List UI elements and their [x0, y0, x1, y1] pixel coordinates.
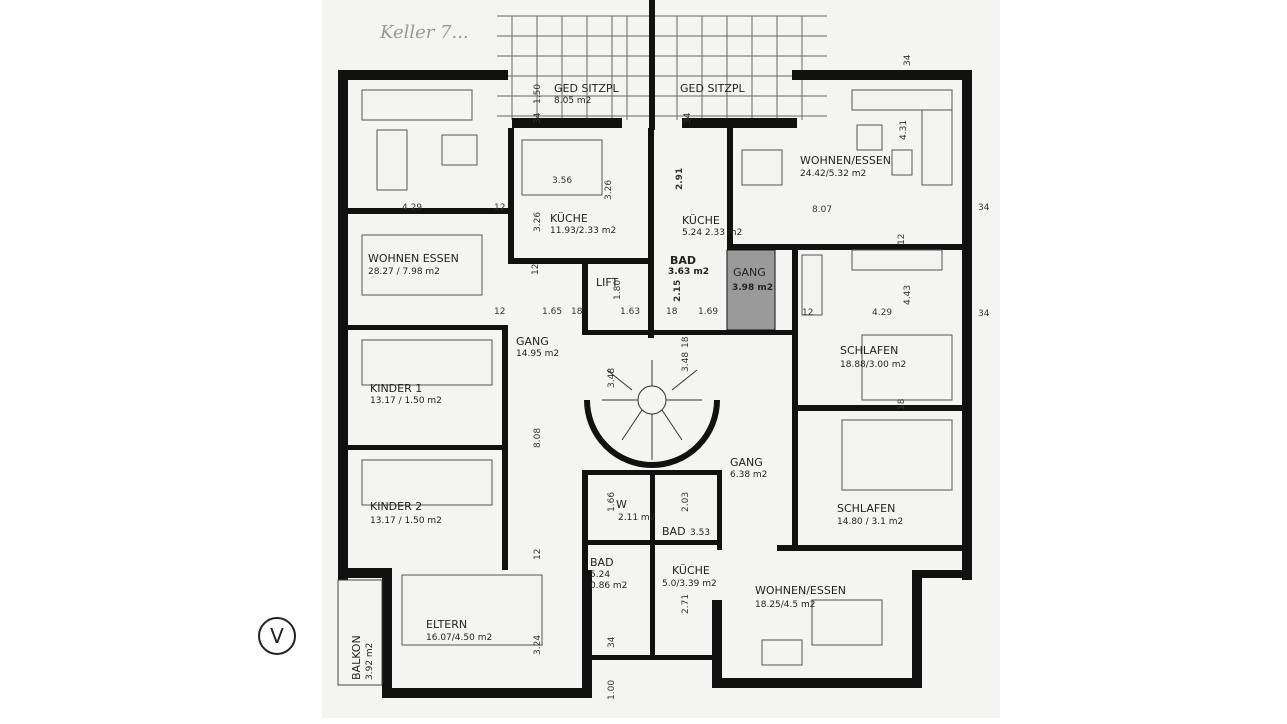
dim-18-a: 18: [571, 307, 583, 317]
spiral-stair: [584, 360, 720, 468]
terrace-grid: [497, 15, 827, 120]
dim-34-e: 34: [683, 112, 693, 124]
room-labels: GED SITZPL 8.05 m2 GED SITZPL WOHNEN/ESS…: [350, 82, 906, 680]
dim-18-d: 18: [681, 336, 691, 348]
dim-150: 1.50: [533, 84, 543, 104]
dim-163: 1.63: [620, 307, 640, 317]
dim-100: 1.00: [607, 680, 617, 700]
label-lift: LIFT: [596, 276, 619, 289]
label-ged-sitzpl-left: GED SITZPL: [554, 82, 620, 95]
dim-12-c: 12: [802, 308, 813, 318]
label-ged-sitzpl-right: GED SITZPL: [680, 82, 746, 95]
label-wohnen-essen-l: WOHNEN ESSEN: [368, 252, 459, 265]
dim-291: 2.91: [675, 168, 685, 190]
label-gang-1: GANG: [733, 266, 766, 279]
area-kueche-1: 11.93/2.33 m2: [550, 226, 616, 236]
dim-34-f: 34: [607, 636, 617, 648]
dim-34-a: 34: [978, 203, 990, 213]
dim-807: 8.07: [812, 205, 832, 215]
dim-215: 2.15: [673, 280, 683, 302]
dim-180: 1.80: [613, 280, 623, 300]
area-eltern: 16.07/4.50 m2: [426, 633, 492, 643]
area-bad-2: 3.53: [690, 528, 710, 538]
dim-18-b: 18: [666, 307, 678, 317]
area-wohnen-essen-br: 18.25/4.5 m2: [755, 600, 815, 610]
dim-808: 8.08: [533, 428, 543, 448]
dim-166: 1.66: [607, 492, 617, 512]
label-wohnen-essen-br: WOHNEN/ESSEN: [755, 584, 846, 597]
area-gang-3: 6.38 m2: [730, 470, 767, 480]
area-kinder-2: 13.17 / 1.50 m2: [370, 516, 442, 526]
furniture: [361, 89, 953, 666]
dim-356: 3.56: [552, 176, 572, 186]
dim-324: 3.24: [533, 635, 543, 655]
dim-203: 2.03: [681, 492, 691, 512]
label-wohnen-essen-tr: WOHNEN/ESSEN: [800, 154, 891, 167]
label-balkon: BALKON: [350, 635, 363, 680]
dim-165: 1.65: [542, 307, 562, 317]
area-schlafen-1: 18.88/3.00 m2: [840, 360, 906, 370]
area-balkon: 3.92 m2: [365, 643, 375, 680]
dim-34-b: 34: [978, 309, 990, 319]
dim-326-b: 3.26: [533, 212, 543, 232]
area-schlafen-2: 14.80 / 3.1 m2: [837, 517, 903, 527]
hatched-hallway: [726, 249, 776, 331]
label-schlafen-2: SCHLAFEN: [837, 502, 895, 515]
dim-169: 1.69: [698, 307, 718, 317]
area-bad-3-b: 0.86 m2: [590, 581, 627, 591]
balkon-outline: [337, 579, 383, 686]
label-gang-3: GANG: [730, 456, 763, 469]
north-arrow-icon: V: [270, 624, 284, 648]
north-symbol: V: [258, 617, 296, 655]
area-gang-2: 14.95 m2: [516, 349, 559, 359]
dimension-labels: 4.29 8.07 4.29 3.56 3.26 3.26 2.91 4.31 …: [402, 54, 990, 700]
dim-431: 4.31: [899, 120, 909, 140]
area-kueche-2: 5.24 2.33 m2: [682, 228, 742, 238]
label-kueche-3: KÜCHE: [672, 564, 710, 577]
area-wohnen-essen-l: 28.27 / 7.98 m2: [368, 267, 440, 277]
dim-271: 2.71: [681, 594, 691, 614]
dim-326-a: 3.26: [604, 180, 614, 200]
dim-429-mid: 4.29: [872, 308, 892, 318]
dim-429-top: 4.29: [402, 203, 422, 213]
central-party-wall: [649, 0, 655, 130]
floor-plan-drawing: GED SITZPL 8.05 m2 GED SITZPL WOHNEN/ESS…: [337, 0, 990, 700]
dim-12-b: 12: [494, 307, 505, 317]
dim-18-c: 18: [897, 398, 907, 410]
label-kueche-1: KÜCHE: [550, 212, 588, 225]
label-wc: W: [616, 498, 627, 511]
area-kueche-3: 5.0/3.39 m2: [662, 579, 717, 589]
label-kueche-2: KÜCHE: [682, 214, 720, 227]
dim-12-d: 12: [897, 234, 907, 245]
label-kinder-1: KINDER 1: [370, 382, 422, 395]
label-schlafen-1: SCHLAFEN: [840, 344, 898, 357]
dim-12-f: 12: [533, 549, 543, 560]
label-eltern: ELTERN: [426, 618, 467, 631]
dim-348-a: 3.48: [607, 368, 617, 388]
label-gang-2: GANG: [516, 335, 549, 348]
area-bad-3: 5.24: [590, 570, 610, 580]
floor-plan-sheet: GED SITZPL 8.05 m2 GED SITZPL WOHNEN/ESS…: [322, 0, 1000, 718]
interior-walls: [348, 128, 962, 660]
area-ged-sitzpl-left: 8.05 m2: [554, 96, 591, 106]
handwritten-annotation: Keller 7...: [379, 22, 469, 43]
label-bad-1: BAD: [670, 254, 696, 267]
dim-12-e: 12: [531, 264, 541, 275]
dim-443: 4.43: [903, 285, 913, 305]
area-gang-1: 3.98 m2: [732, 283, 773, 293]
dim-34-d: 34: [533, 112, 543, 124]
area-wc: 2.11 m2: [618, 513, 655, 523]
label-bad-2: BAD: [662, 525, 686, 538]
area-bad-1: 3.63 m2: [668, 267, 709, 277]
dim-34-c: 34: [903, 54, 913, 66]
dim-348-b: 3.48: [681, 352, 691, 372]
label-bad-3: BAD: [590, 556, 614, 569]
area-wohnen-essen-tr: 24.42/5.32 m2: [800, 169, 866, 179]
area-kinder-1: 13.17 / 1.50 m2: [370, 396, 442, 406]
label-kinder-2: KINDER 2: [370, 500, 422, 513]
dim-12-a: 12: [494, 203, 505, 213]
